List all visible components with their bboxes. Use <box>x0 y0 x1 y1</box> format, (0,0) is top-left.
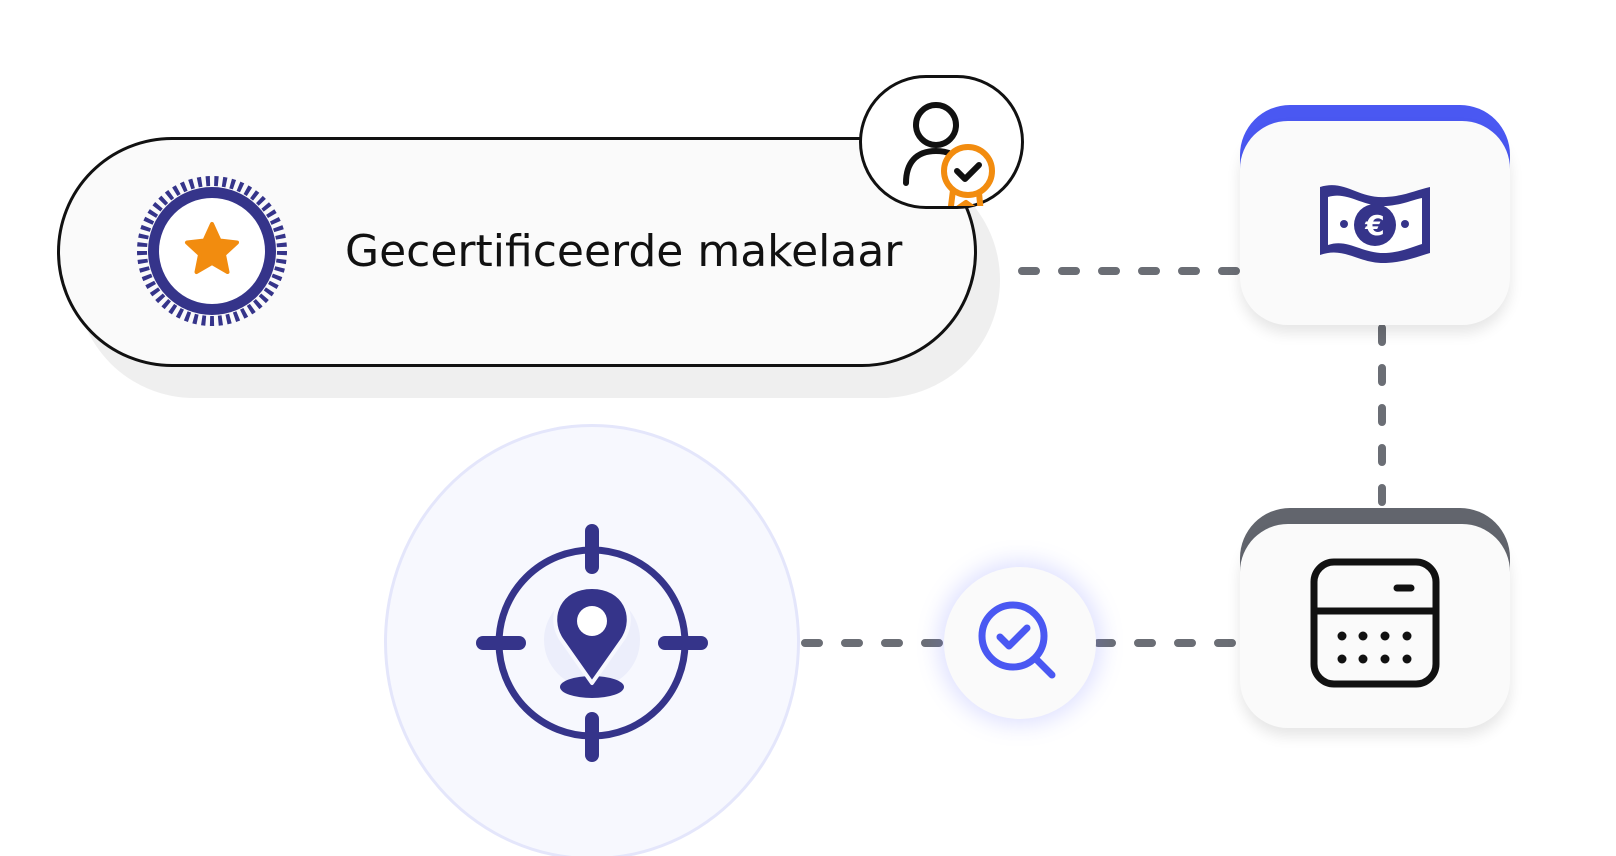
search-check-bubble <box>944 567 1096 719</box>
money-card: € <box>1240 105 1510 325</box>
search-check-icon <box>978 601 1056 679</box>
location-circle <box>384 424 800 856</box>
calculator-icon <box>1310 558 1440 688</box>
svg-text:€: € <box>1364 209 1384 242</box>
broker-label: Gecertificeerde makelaar <box>345 226 903 277</box>
euro-banknote-icon: € <box>1320 185 1430 264</box>
calculator-card-body <box>1240 524 1510 728</box>
certified-agent-badge <box>859 75 1024 209</box>
location-target-icon <box>476 524 708 762</box>
certified-agent-icon <box>903 102 995 206</box>
rosette-seal-star-icon <box>137 176 287 326</box>
calculator-card <box>1240 508 1510 728</box>
